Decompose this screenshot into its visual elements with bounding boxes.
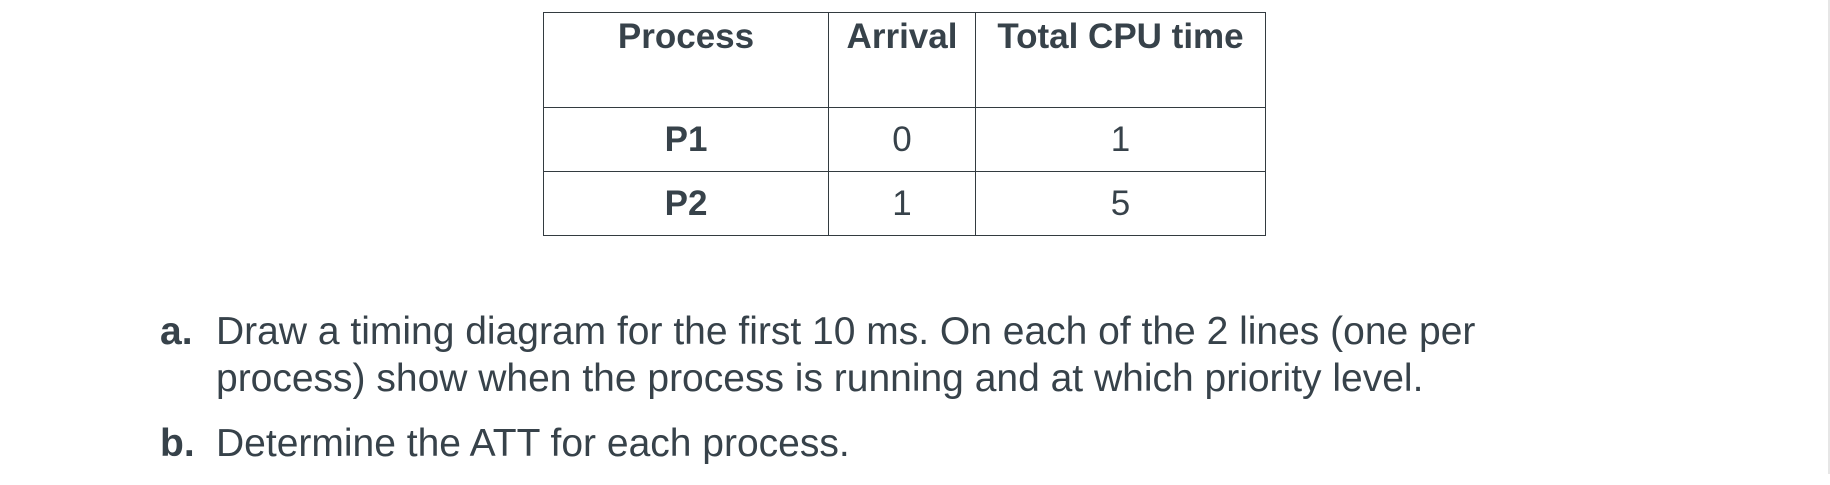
cell-arrival: 0 [828,107,976,172]
cell-cpu-time: 1 [975,107,1266,172]
question-text: Draw a timing diagram for the first 10 m… [216,308,1616,402]
question-text-line: Determine the ATT for each process. [216,422,850,465]
question-text: Determine the ATT for each process. [216,420,1616,467]
header-arrival: Arrival [828,12,976,108]
header-total-cpu-time: Total CPU time [975,12,1266,108]
question-text-line: process) show when the process is runnin… [216,357,1424,400]
page-edge-divider [1828,0,1830,474]
question-a: a. Draw a timing diagram for the first 1… [160,308,1616,402]
table-row: P1 0 1 [543,107,1266,172]
cell-cpu-time: 5 [975,171,1266,236]
table-header-row: Process Arrival Total CPU time [543,12,1266,108]
cell-arrival: 1 [828,171,976,236]
question-list: a. Draw a timing diagram for the first 1… [160,308,1616,485]
cell-process: P2 [543,171,829,236]
question-label: b. [160,422,195,465]
question-b: b. Determine the ATT for each process. [160,420,1616,467]
table-row: P2 1 5 [543,171,1266,236]
header-process: Process [543,12,829,108]
question-label: a. [160,310,193,353]
question-text-line: Draw a timing diagram for the first 10 m… [216,310,1476,353]
process-table: Process Arrival Total CPU time P1 0 1 P2… [543,12,1266,236]
cell-process: P1 [543,107,829,172]
